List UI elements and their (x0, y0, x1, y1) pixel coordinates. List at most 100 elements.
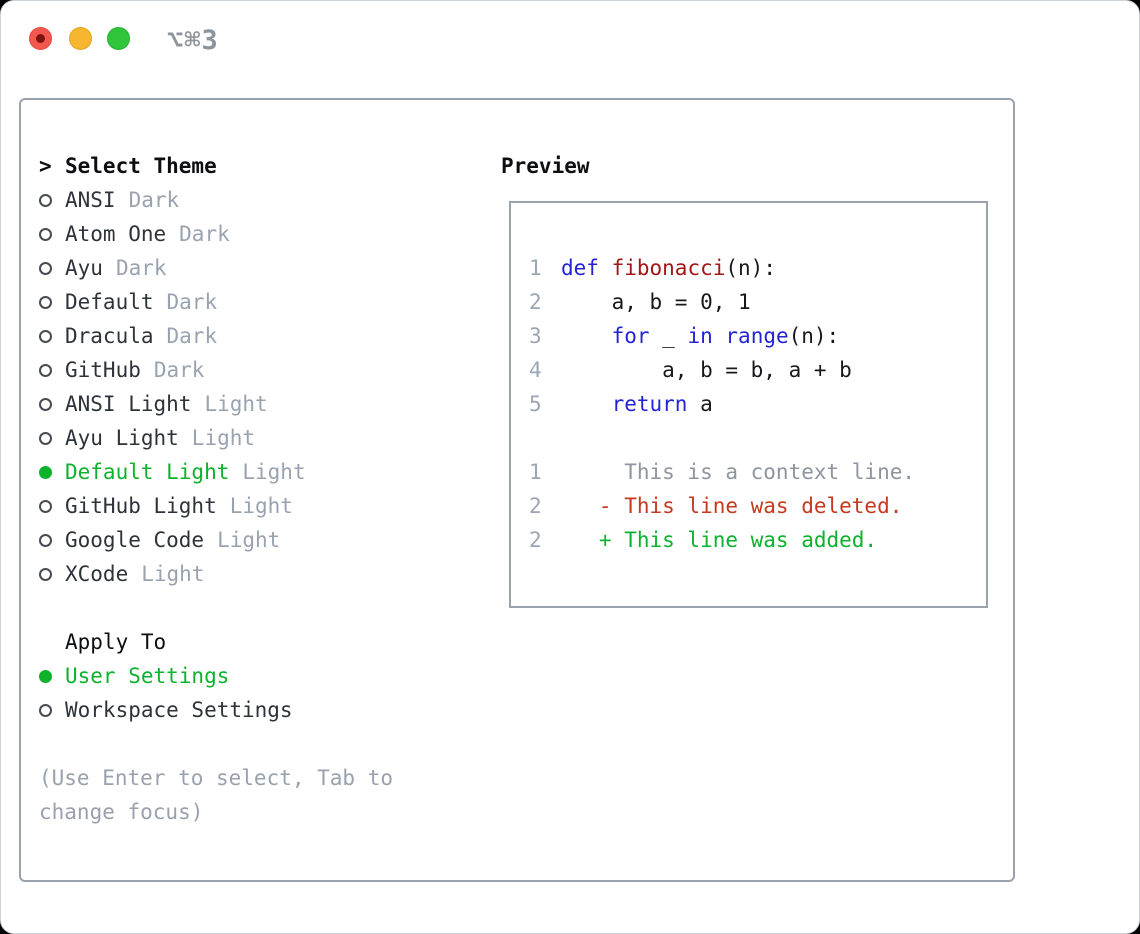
line-number: 2 (529, 494, 542, 518)
theme-option-label: Atom One (65, 222, 167, 246)
apply-option-label: Workspace Settings (65, 698, 293, 722)
theme-option-atom-one[interactable]: Atom One Dark (39, 217, 489, 251)
select-theme-header-row: > Select Theme (39, 149, 489, 183)
code-token-keyword: for (611, 324, 650, 348)
apply-option-workspace-settings[interactable]: Workspace Settings (39, 693, 489, 727)
theme-option-ayu[interactable]: Ayu Dark (39, 251, 489, 285)
radio-unselected-icon (39, 397, 52, 411)
code-token: a, b = 0, 1 (561, 290, 751, 314)
code-line: 2 - This line was deleted. (529, 489, 986, 523)
theme-option-default[interactable]: Default Dark (39, 285, 489, 319)
theme-variant-label: Dark (153, 358, 205, 382)
minimize-button[interactable] (69, 27, 92, 50)
theme-option-label: ANSI Light (65, 392, 192, 416)
radio-unselected-icon (39, 329, 52, 343)
code-token: a, b = b, a + b (561, 358, 852, 382)
theme-option-ansi[interactable]: ANSI Dark (39, 183, 489, 217)
hint-text: (Use Enter to select, Tab to change focus… (39, 761, 489, 829)
code-line: 3 for _ in range(n): (529, 319, 986, 353)
hint-line: change focus) (39, 800, 204, 824)
theme-variant-label: Light (229, 494, 293, 518)
theme-option-github[interactable]: GitHub Dark (39, 353, 489, 387)
code-token: _ (649, 324, 688, 348)
apply-to-title: Apply To (65, 630, 167, 654)
theme-option-label: Default (65, 290, 154, 314)
theme-variant-label: Dark (128, 188, 180, 212)
code-token-keyword: return (611, 392, 688, 416)
hint-line: (Use Enter to select, Tab to (39, 766, 394, 790)
code-token (599, 256, 612, 280)
radio-unselected-icon (39, 533, 52, 547)
preview-header-row: Preview (501, 149, 590, 183)
code-token-added: + This line was added. (561, 528, 878, 552)
radio-selected-icon (39, 465, 52, 479)
window-title: ⌥⌘3 (167, 25, 219, 56)
radio-unselected-icon (39, 227, 52, 241)
theme-variant-label: Light (191, 426, 256, 450)
prompt-indicator: > (39, 154, 52, 178)
theme-option-label: ANSI (65, 188, 116, 212)
theme-option-label: Ayu Light (65, 426, 179, 450)
theme-variant-label: Light (217, 528, 281, 552)
apply-option-label: User Settings (65, 664, 230, 688)
theme-variant-label: Dark (115, 256, 167, 280)
radio-unselected-icon (39, 295, 52, 309)
code-token (561, 392, 612, 416)
apply-option-user-settings[interactable]: User Settings (39, 659, 489, 693)
theme-option-label: Google Code (65, 528, 205, 552)
theme-variant-label: Dark (179, 222, 230, 246)
code-line: 4 a, b = b, a + b (529, 353, 986, 387)
radio-unselected-icon (39, 193, 52, 207)
code-token-context: This is a context line. (561, 460, 916, 484)
theme-option-label: GitHub Light (65, 494, 217, 518)
code-token-keyword: range (725, 324, 789, 348)
code-token-keyword: in (687, 324, 713, 348)
code-line: 1 This is a context line. (529, 455, 986, 489)
line-number: 2 (529, 528, 542, 552)
line-number: 1 (529, 460, 542, 484)
radio-selected-icon (39, 669, 52, 683)
theme-variant-label: Dark (166, 324, 218, 348)
code-token-keyword: def (561, 256, 599, 280)
code-token (713, 324, 726, 348)
code-token (561, 324, 612, 348)
code-line (529, 421, 986, 455)
code-line: 5 return a (529, 387, 986, 421)
code-token: (n): (788, 324, 840, 348)
theme-option-ayu-light[interactable]: Ayu Light Light (39, 421, 489, 455)
radio-unselected-icon (39, 499, 52, 513)
theme-variant-label: Light (242, 460, 306, 484)
theme-option-github-light[interactable]: GitHub Light Light (39, 489, 489, 523)
line-number: 5 (529, 392, 542, 416)
zoom-button[interactable] (107, 27, 130, 50)
theme-option-label: GitHub (65, 358, 141, 382)
line-number: 2 (529, 290, 542, 314)
spacer (39, 727, 489, 761)
theme-option-google-code[interactable]: Google Code Light (39, 523, 489, 557)
code-token: (n): (725, 256, 776, 280)
line-number: 4 (529, 358, 542, 382)
radio-unselected-icon (39, 567, 52, 581)
select-theme-title: Select Theme (65, 154, 217, 178)
theme-variant-label: Dark (166, 290, 218, 314)
close-button[interactable] (29, 27, 52, 50)
code-token-deleted: - This line was deleted. (561, 494, 903, 518)
theme-option-label: XCode (65, 562, 129, 586)
close-button-icon (36, 34, 45, 43)
code-token: a (687, 392, 713, 416)
theme-option-dracula[interactable]: Dracula Dark (39, 319, 489, 353)
line-number: 3 (529, 324, 542, 348)
radio-unselected-icon (39, 261, 52, 275)
theme-option-label: Dracula (65, 324, 154, 348)
theme-option-label: Ayu (65, 256, 103, 280)
line-number: 1 (529, 256, 542, 280)
